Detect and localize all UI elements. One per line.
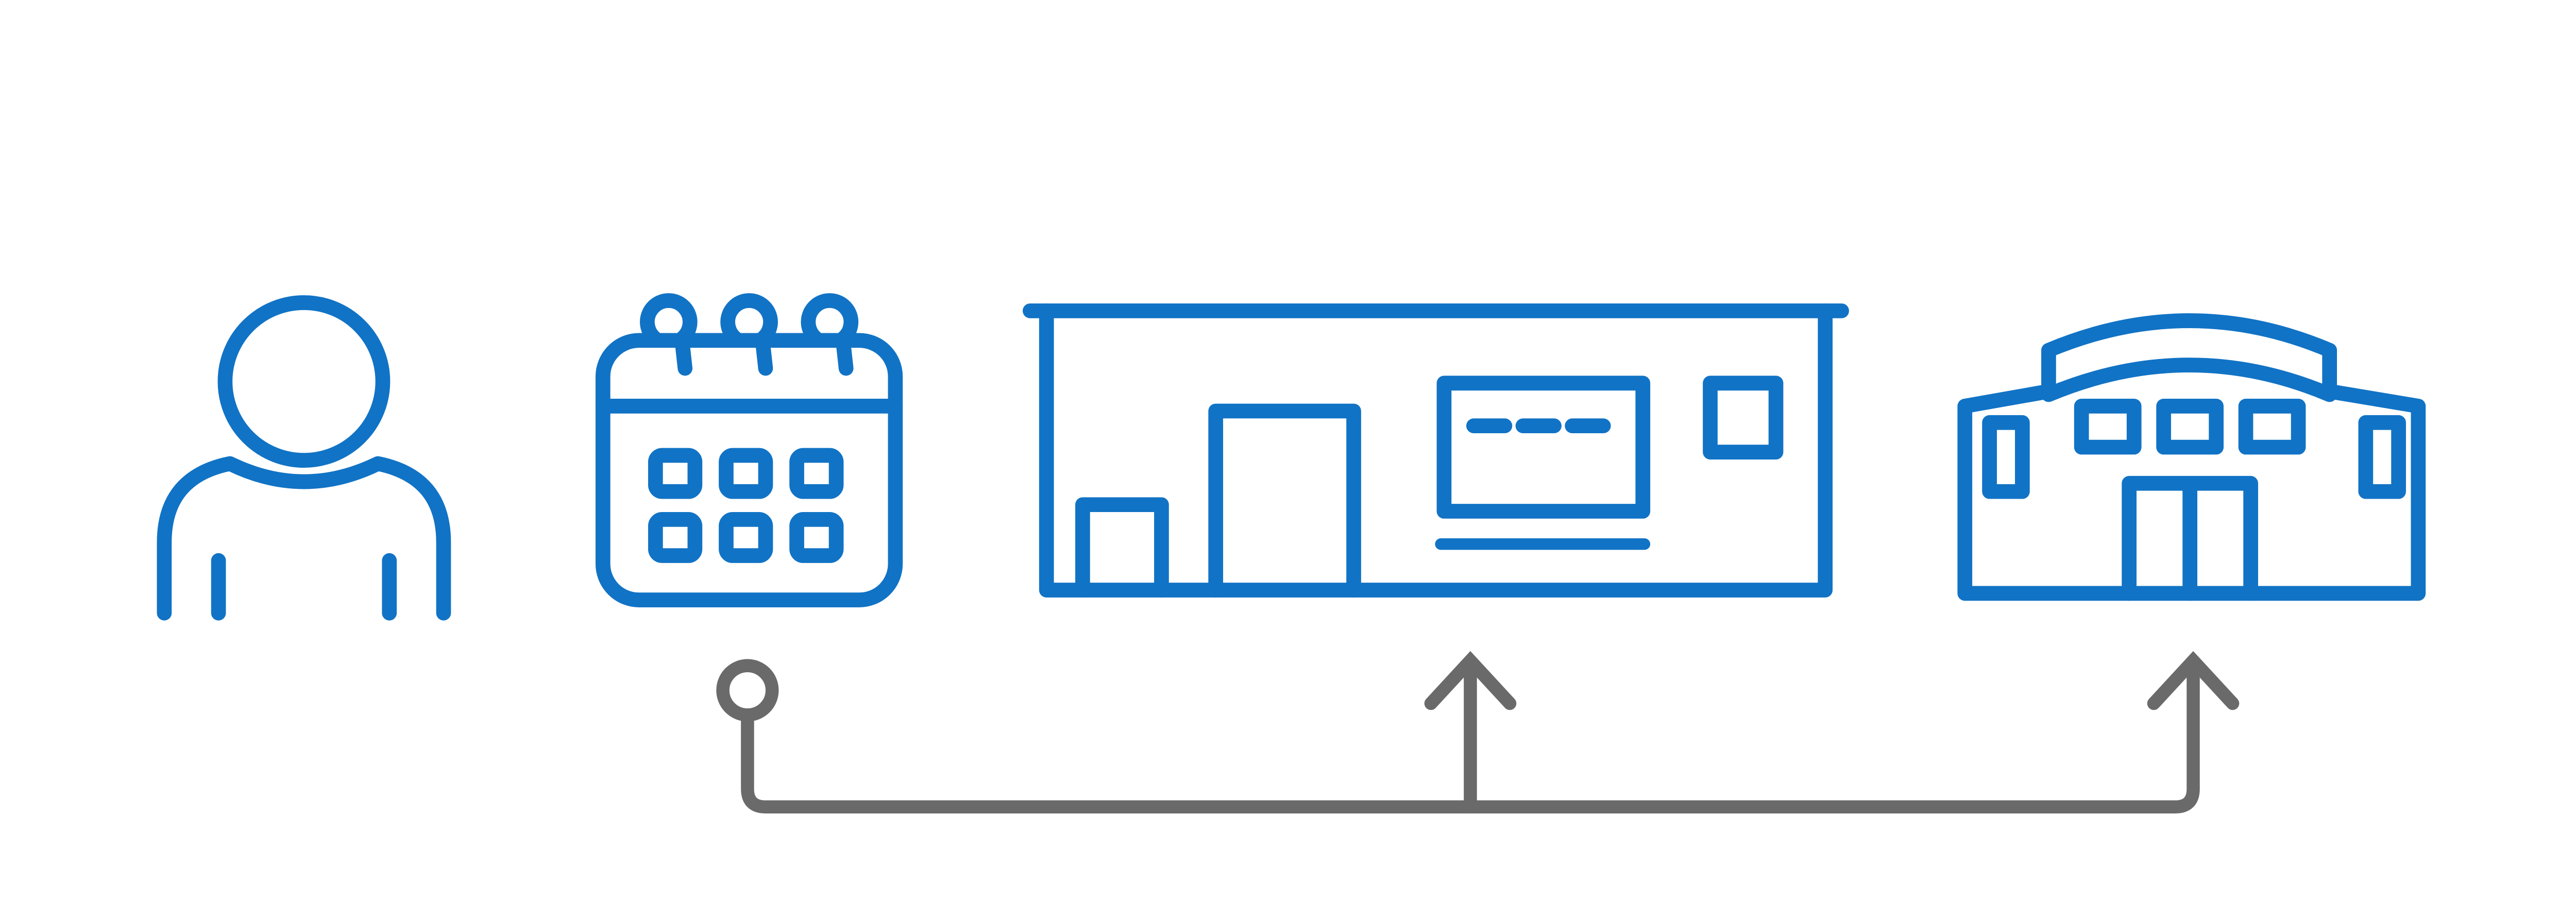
calendar-day-cell <box>648 512 703 563</box>
building-small-window <box>1703 376 1784 460</box>
person-head <box>217 295 391 468</box>
person-torso <box>157 456 451 621</box>
calendar-day-cell <box>719 512 773 563</box>
arrowhead-icon <box>1424 651 1517 710</box>
single-story-building-icon <box>1023 303 1849 598</box>
calendar-body <box>595 333 903 607</box>
building-sign-board <box>1436 376 1651 519</box>
person-icon <box>157 295 451 621</box>
building-door <box>1208 403 1361 598</box>
storefront-building-icon <box>1957 313 2426 601</box>
building-crate <box>1075 497 1169 598</box>
storefront-side-window-left <box>1982 415 2030 499</box>
calendar-day-cell <box>789 512 844 563</box>
storefront-window <box>2074 399 2142 455</box>
calendar-day-cell <box>648 448 703 499</box>
calendar-icon <box>595 293 903 607</box>
flow-connector <box>716 651 2240 814</box>
connector-start-circle <box>716 659 779 722</box>
storefront-roof-inner-curve <box>2041 358 2337 402</box>
calendar-spiral-ring <box>720 293 778 376</box>
calendar-spiral-ring <box>801 293 859 376</box>
storefront-window <box>2238 399 2306 455</box>
calendar-day-cell <box>789 448 844 499</box>
storefront-window <box>2156 399 2224 455</box>
calendar-day-cell <box>719 448 773 499</box>
calendar-spiral-ring <box>640 293 698 376</box>
building-walls <box>1039 303 1833 598</box>
storefront-side-window-right <box>2358 415 2406 499</box>
storefront-outline <box>1957 313 2426 601</box>
arrowhead-icon <box>2147 651 2240 710</box>
